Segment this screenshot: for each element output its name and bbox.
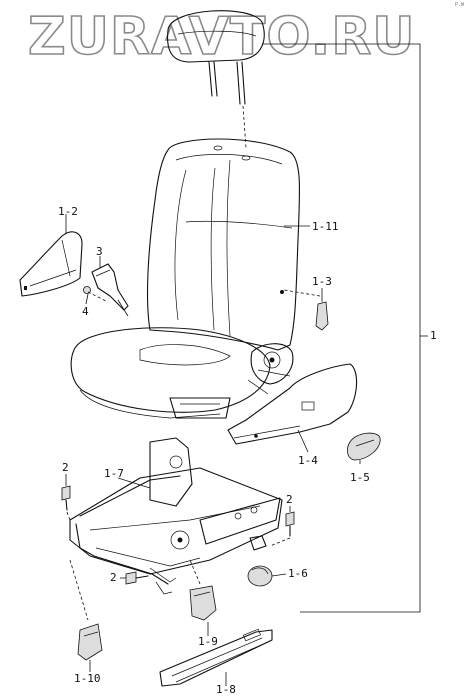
lumbar-handle bbox=[283, 289, 329, 331]
callout-1-9: 1-9 bbox=[198, 635, 218, 648]
callout-1-3: 1-3 bbox=[312, 275, 332, 288]
bolts bbox=[61, 485, 295, 585]
leader-lines bbox=[65, 43, 428, 686]
seat-frame bbox=[69, 437, 283, 595]
callout-1-8: 1-8 bbox=[216, 683, 236, 696]
bolt-cap bbox=[247, 565, 273, 587]
callout-1-7: 1-7 bbox=[104, 467, 124, 480]
callout-2-right: 2 bbox=[286, 493, 293, 506]
corner-mark: P.W bbox=[454, 2, 464, 8]
seat-cushion bbox=[70, 327, 294, 419]
callout-2-left: 2 bbox=[62, 461, 69, 474]
watermark-text: ZURAVTO.RU bbox=[28, 7, 415, 62]
callout-3: 3 bbox=[96, 245, 103, 258]
rail-cover-rear bbox=[69, 559, 103, 661]
callout-1-6: 1-6 bbox=[288, 567, 308, 580]
callout-1-2: 1-2 bbox=[58, 205, 78, 218]
headrest bbox=[167, 10, 265, 149]
recline-knob bbox=[346, 432, 381, 461]
callout-1: 1 bbox=[430, 329, 437, 342]
callout-4: 4 bbox=[82, 305, 89, 318]
callout-2-bottom: 2 bbox=[110, 571, 117, 584]
rail-trim bbox=[159, 628, 273, 687]
callout-1-4: 1-4 bbox=[298, 454, 318, 467]
side-trim-cover bbox=[227, 363, 358, 445]
side-shield bbox=[19, 231, 83, 297]
seat-back bbox=[146, 138, 301, 351]
rail-cover-front bbox=[189, 559, 217, 621]
seatbelt-buckle bbox=[83, 263, 129, 317]
callout-1-11: 1-11 bbox=[312, 220, 339, 233]
callout-1-5: 1-5 bbox=[350, 471, 370, 484]
callout-1-10: 1-10 bbox=[74, 672, 101, 685]
watermark-logo: ZURAVTO.RU bbox=[28, 6, 415, 62]
